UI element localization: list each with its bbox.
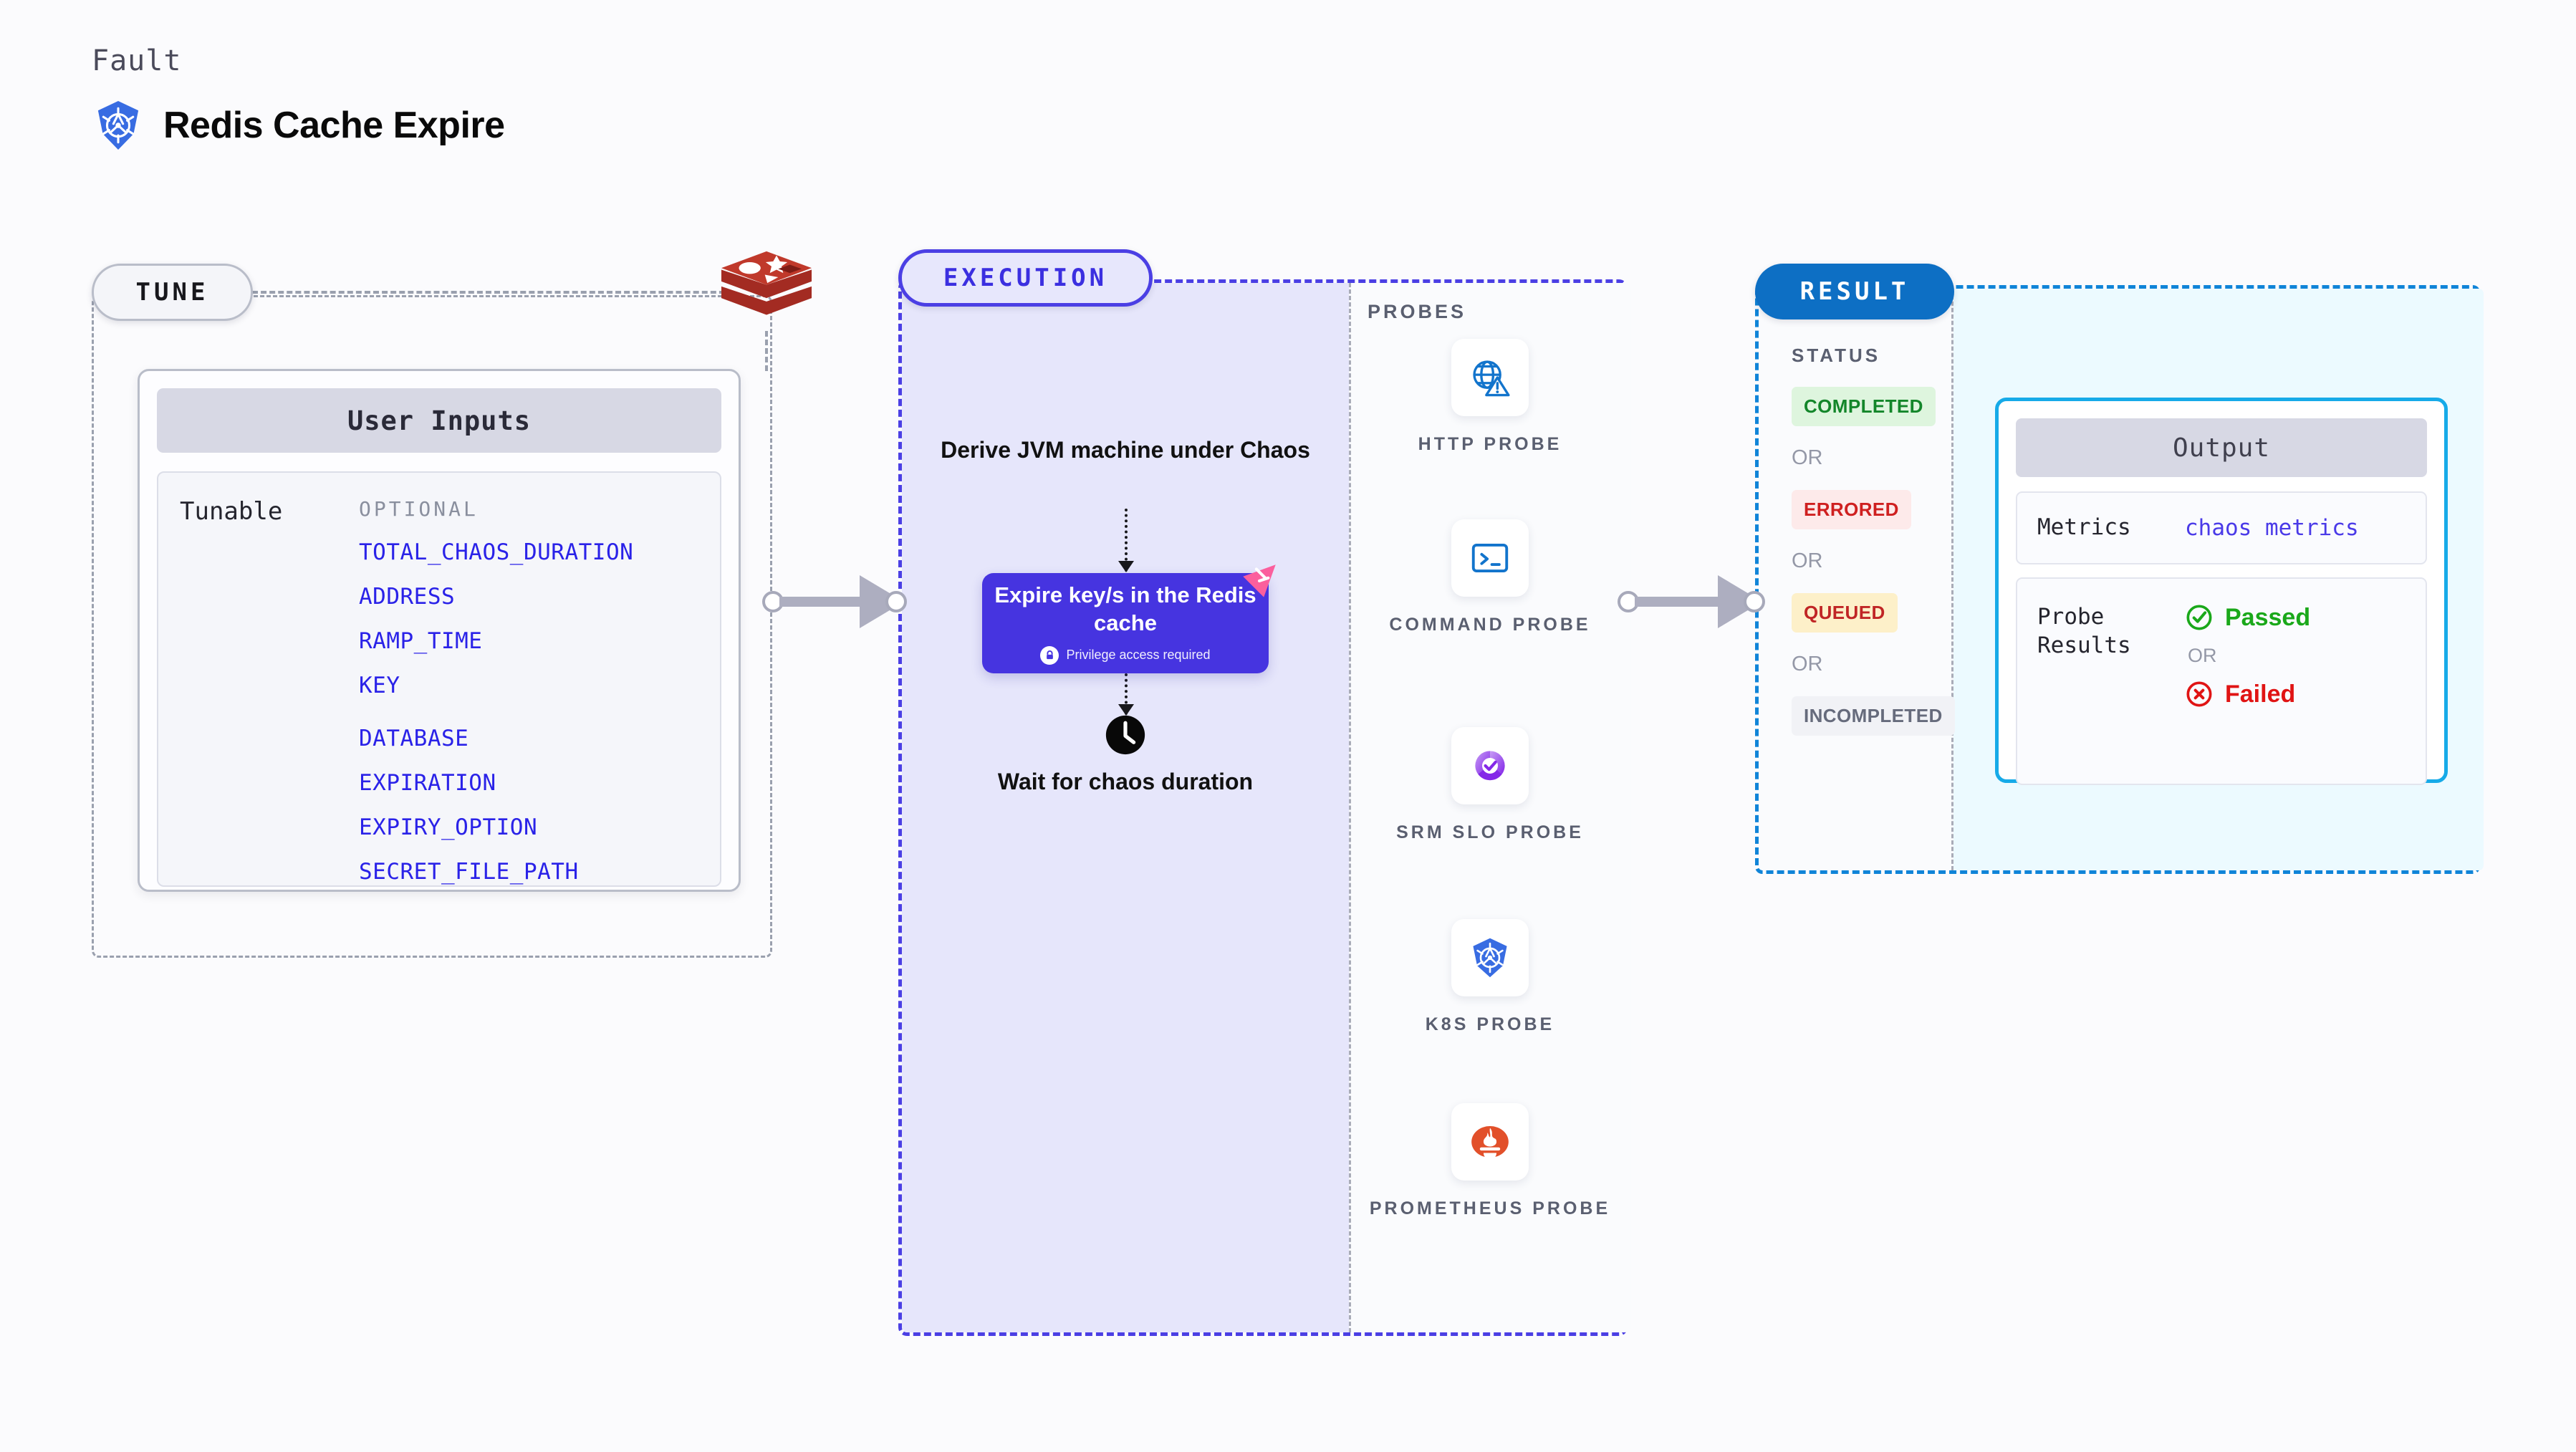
probe-label: SRM SLO PROBE xyxy=(1396,822,1584,842)
output-title: Output xyxy=(2016,418,2427,477)
user-inputs-title: User Inputs xyxy=(157,388,721,453)
action-card[interactable]: Expire key/s in the Redis cache Privileg… xyxy=(982,564,1276,673)
check-circle-icon xyxy=(2186,605,2212,630)
tunable-box: Tunable OPTIONAL TOTAL_CHAOS_DURATION AD… xyxy=(157,471,721,887)
probe-results-row: Probe Results Passed OR Failed xyxy=(2016,577,2427,785)
execution-pill-label: EXECUTION xyxy=(943,264,1108,292)
tunable-item[interactable]: DATABASE xyxy=(359,726,469,751)
output-card: Output Metrics chaos metrics Probe Resul… xyxy=(1995,398,2448,785)
probe-outcomes: Passed OR Failed xyxy=(2185,603,2310,759)
status-badge: INCOMPLETED xyxy=(1792,696,1955,736)
probe-results-key: Probe Results xyxy=(2037,604,2131,658)
execution-section-pill[interactable]: EXECUTION xyxy=(898,249,1153,307)
user-inputs-card: User Inputs Tunable OPTIONAL TOTAL_CHAOS… xyxy=(138,369,741,892)
probe-http[interactable]: HTTP PROBE xyxy=(1349,339,1631,457)
status-badge: COMPLETED xyxy=(1792,387,1936,426)
outcome-or-label: OR xyxy=(2188,645,2217,666)
status-badge: ERRORED xyxy=(1792,490,1911,529)
tunable-label: Tunable xyxy=(180,497,283,526)
probe-command[interactable]: COMMAND PROBE xyxy=(1349,519,1631,638)
derive-step-label: Derive JVM machine under Chaos xyxy=(941,437,1310,463)
probe-prometheus[interactable]: PROMETHEUS PROBE xyxy=(1349,1103,1631,1221)
status-or-label: OR xyxy=(1792,549,1823,572)
probe-tile xyxy=(1451,1103,1529,1181)
tunable-item[interactable]: SECRET_FILE_PATH xyxy=(359,859,579,885)
privilege-badge: Privilege access required xyxy=(1040,645,1211,665)
arrow-end-handle xyxy=(1744,591,1765,612)
passed-label: Passed xyxy=(2225,603,2311,631)
tunable-item[interactable]: KEY xyxy=(359,673,400,698)
title-row: Redis Cache Expire xyxy=(92,99,505,152)
terminal-icon xyxy=(1471,543,1509,573)
tunable-list: OPTIONAL TOTAL_CHAOS_DURATION ADDRESS RA… xyxy=(359,497,634,885)
tune-section-pill[interactable]: TUNE xyxy=(92,264,253,321)
execution-region: Derive JVM machine under Chaos Expire ke… xyxy=(898,279,1631,1336)
probe-tile xyxy=(1451,339,1529,416)
metrics-key: Metrics xyxy=(2037,514,2131,541)
status-column: STATUS COMPLETED OR ERRORED OR QUEUED OR… xyxy=(1759,289,1955,736)
tunable-item[interactable]: TOTAL_CHAOS_DURATION xyxy=(359,539,634,565)
arrow-shaft xyxy=(779,597,870,607)
tune-redis-connector xyxy=(252,291,734,294)
action-card-title: Expire key/s in the Redis cache xyxy=(994,582,1256,635)
prometheus-icon xyxy=(1471,1126,1509,1160)
chaos-flag-icon xyxy=(1243,564,1276,597)
clock-icon xyxy=(1105,715,1145,755)
privilege-badge-label: Privilege access required xyxy=(1066,648,1211,663)
result-section-pill[interactable]: RESULT xyxy=(1755,264,1954,319)
failed-label: Failed xyxy=(2225,680,2296,708)
x-circle-icon xyxy=(2186,681,2212,707)
srm-slo-icon xyxy=(1475,751,1505,781)
redis-logo-icon xyxy=(721,251,812,315)
result-pill-label: RESULT xyxy=(1799,277,1910,306)
globe-warning-icon xyxy=(1473,360,1510,397)
tunable-item[interactable]: RAMP_TIME xyxy=(359,628,483,654)
outcome-failed: Failed xyxy=(2185,680,2310,708)
tunable-item[interactable]: EXPIRATION xyxy=(359,770,496,796)
tunable-item[interactable]: ADDRESS xyxy=(359,584,456,610)
probe-tile xyxy=(1451,519,1529,597)
result-region: STATUS COMPLETED OR ERRORED OR QUEUED OR… xyxy=(1755,285,2484,874)
tune-region: User Inputs Tunable OPTIONAL TOTAL_CHAOS… xyxy=(92,295,772,958)
page-title: Redis Cache Expire xyxy=(163,105,505,146)
probe-k8s[interactable]: K8S PROBE xyxy=(1349,919,1631,1037)
eyebrow-label: Fault xyxy=(92,44,182,77)
probe-label: HTTP PROBE xyxy=(1418,434,1562,454)
status-canvas xyxy=(1759,289,1953,870)
status-badge: QUEUED xyxy=(1792,593,1898,633)
tune-pill-label: TUNE xyxy=(135,278,209,307)
wait-step-label: Wait for chaos duration xyxy=(997,769,1254,794)
tunable-item[interactable]: EXPIRY_OPTION xyxy=(359,814,538,840)
probe-tile xyxy=(1451,919,1529,996)
probe-label: K8S PROBE xyxy=(1425,1014,1555,1034)
lock-icon xyxy=(1040,645,1059,665)
metrics-row: Metrics chaos metrics xyxy=(2016,491,2427,564)
probe-srm-slo[interactable]: SRM SLO PROBE xyxy=(1349,727,1631,845)
arrow-end-handle xyxy=(885,591,907,612)
kubernetes-icon xyxy=(1473,938,1507,978)
status-or-label: OR xyxy=(1792,446,1823,469)
wait-step: Wait for chaos duration xyxy=(902,713,1349,797)
status-or-label: OR xyxy=(1792,653,1823,675)
metrics-value[interactable]: chaos metrics xyxy=(2185,515,2359,541)
status-title: STATUS xyxy=(1792,345,1881,366)
redis-down-connector xyxy=(765,331,768,371)
probes-title: PROBES xyxy=(1368,301,1467,322)
probe-tile xyxy=(1451,727,1529,804)
execution-canvas xyxy=(902,283,1349,1332)
outcome-passed: Passed xyxy=(2185,603,2310,632)
probe-label: PROMETHEUS PROBE xyxy=(1369,1198,1611,1218)
optional-label: OPTIONAL xyxy=(359,497,479,521)
arrow-shaft xyxy=(1635,597,1728,607)
probe-label: COMMAND PROBE xyxy=(1389,615,1591,635)
page-header: Fault Redis Cache Expire xyxy=(92,44,505,152)
kubernetes-icon xyxy=(97,100,139,150)
